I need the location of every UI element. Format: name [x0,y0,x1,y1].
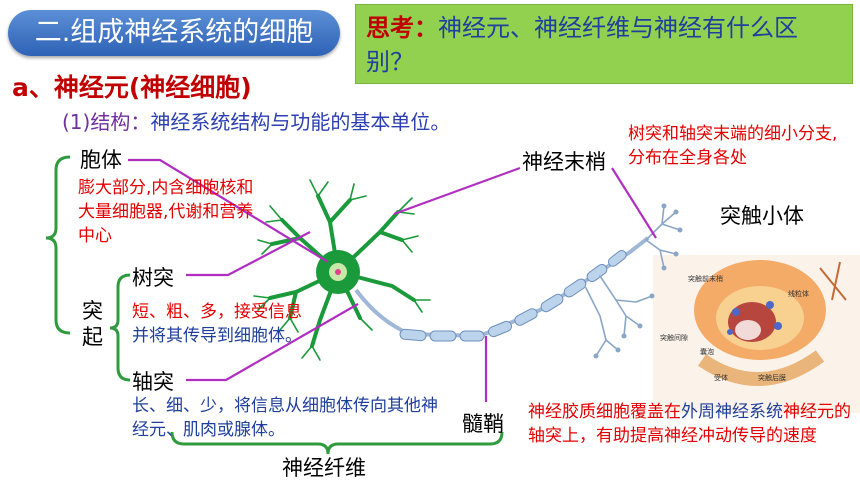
label-synaptic-knob: 突触小体 [720,204,804,228]
inset-label-vesicle: 囊泡 [700,347,714,356]
axon-terminal-knobs [593,203,683,359]
neuron-fine-branches [253,179,431,361]
label-dendrite: 树突 [132,266,174,290]
desc-axon: 长、细、少，将信息从细胞体传向其他神经元、肌肉或腺体。 [132,396,438,440]
desc-cell-body: 膨大部分,内含细胞核和大量细胞器,代谢和营养中心 [78,178,254,246]
label-cell-body: 胞体 [80,148,122,172]
structure-text: 神经系统结构与功能的基本单位。 [150,110,451,134]
nerve-fiber-brace [170,431,504,455]
label-myelin: 髓鞘 [462,412,504,436]
label-process: 突起 [82,299,103,349]
inset-label-mitochondria: 线粒体 [788,289,809,298]
think-lead: 思考： [366,14,438,42]
neuron-heading: a、神经元(神经细胞) [12,73,252,102]
axon-core [354,236,650,339]
synapse-inset: 突触前末梢 线粒体 突触间隙 囊泡 受体 突触后膜 [653,255,860,413]
myelin-segments [399,250,627,342]
structure-number: (1)结构： [62,110,151,134]
desc-nerve-ending: 树突和轴突末端的细小分支,分布在全身各处 [628,124,838,168]
pointer-axon [186,303,359,382]
desc-dendrite-part2: 并将其传导到细胞体。 [132,326,302,346]
think-box: 思考：神经元、神经纤维与神经有什么区别？ [355,4,853,84]
section-title: 二.组成神经系统的细胞 [34,17,314,48]
desc-myelin-blue1: 外周神经系统 [681,402,783,422]
label-nerve-fiber: 神经纤维 [282,456,366,480]
neuron-nucleolus [335,269,341,275]
structure-line: (1)结构：神经系统结构与功能的基本单位。 [62,106,450,135]
pointer-cell-body [128,158,329,263]
pointer-dendrite [186,231,311,277]
process-brace [109,273,131,382]
pointer-nerve-ending-right [611,167,657,239]
desc-myelin: 神经胶质细胞覆盖在外周神经系统神经元的轴突上，有助提高神经冲动传导的速度 [528,400,856,448]
inset-label-presynaptic: 突触前末梢 [688,274,723,283]
inset-label-postsynaptic: 突触后膜 [758,373,786,382]
desc-dendrite-part1: 短、粗、多，接受信息 [132,302,302,322]
label-axon: 轴突 [132,370,174,394]
label-nerve-ending: 神经末梢 [522,150,606,174]
axon-terminals [585,205,681,357]
section-title-pill: 二.组成神经系统的细胞 [8,10,340,56]
inset-label-receptor: 受体 [714,373,728,382]
inset-label-cleft: 突触间隙 [660,333,688,342]
think-text: 神经元、神经纤维与神经有什么区别？ [366,14,798,76]
desc-dendrite: 短、粗、多，接受信息 并将其传导到细胞体。 [132,300,362,348]
main-brace [45,155,71,335]
desc-myelin-red1: 神经胶质细胞覆盖在 [528,402,681,422]
desc-myelin-red2: 神经元的轴突上，有助提高神经冲动传导的速度 [528,402,851,446]
pointer-lines [128,158,657,402]
pointer-nerve-ending-left [393,166,521,216]
